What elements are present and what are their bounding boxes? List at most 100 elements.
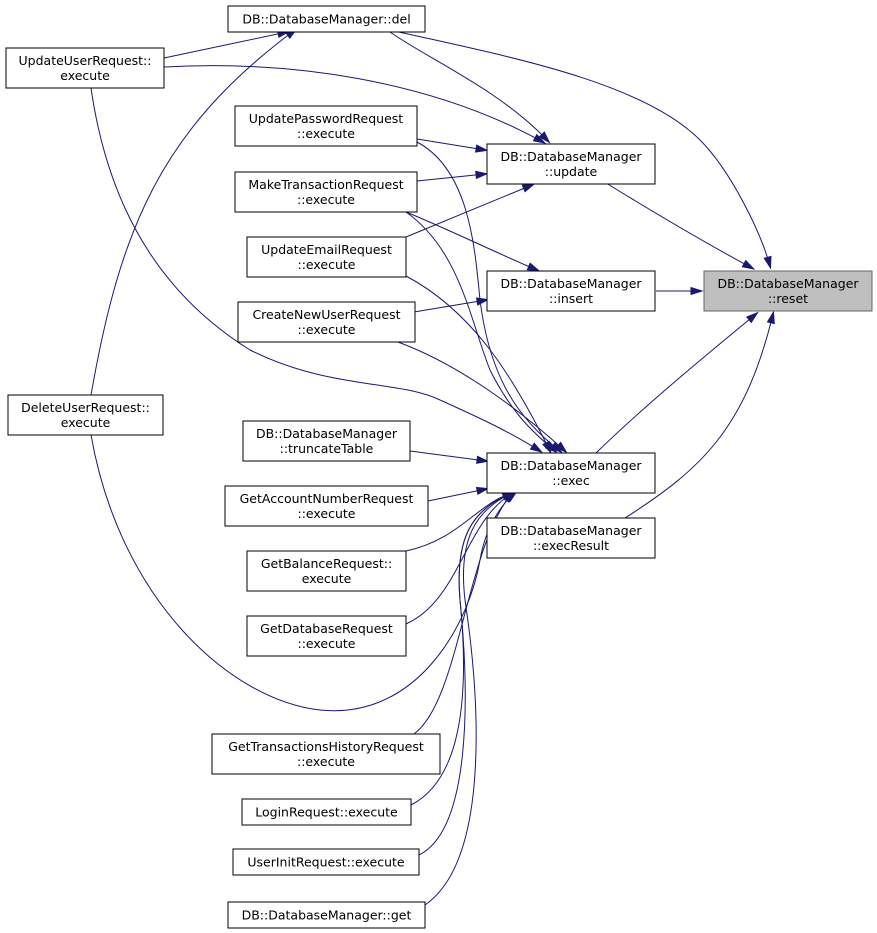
node-label-line: DB::DatabaseManager — [500, 458, 642, 473]
node-login[interactable]: LoginRequest::execute — [241, 798, 412, 826]
node-label-line: ::reset — [768, 291, 808, 306]
node-getTransactionsHistory[interactable]: GetTransactionsHistoryRequest::execute — [211, 733, 441, 775]
node-box — [703, 270, 873, 312]
arrowhead — [766, 310, 775, 325]
node-label-line: MakeTransactionRequest — [248, 177, 403, 192]
node-label-line: UpdateEmailRequest — [261, 242, 392, 257]
node-label-line: ::update — [545, 164, 598, 179]
node-del[interactable]: DB::DatabaseManager::del — [227, 5, 426, 33]
node-updateEmail[interactable]: UpdateEmailRequest::execute — [246, 236, 407, 278]
node-box — [232, 848, 420, 876]
node-createNewUser[interactable]: CreateNewUserRequest::execute — [237, 301, 416, 343]
node-reset[interactable]: DB::DatabaseManager::reset — [703, 270, 873, 312]
node-exec[interactable]: DB::DatabaseManager::exec — [486, 452, 656, 494]
edge-line — [405, 184, 533, 238]
edge-del-to-update — [389, 31, 551, 144]
arrowhead — [476, 455, 490, 464]
edge-line — [416, 138, 486, 151]
edge-makeTransaction-to-update — [416, 170, 489, 182]
node-label-line: execute — [60, 68, 110, 83]
node-box — [211, 733, 441, 775]
node-updateUser[interactable]: UpdateUserRequest::execute — [5, 47, 165, 89]
node-label-line: ::execute — [297, 192, 355, 207]
edge-exec-to-reset — [595, 311, 759, 454]
arrowhead — [763, 255, 772, 270]
edge-makeTransaction-to-exec — [405, 211, 558, 454]
node-label-line: LoginRequest::execute — [255, 805, 398, 820]
arrowhead — [690, 286, 704, 296]
edge-update-to-reset — [605, 182, 756, 270]
edge-createNewUser-to-insert — [413, 297, 490, 313]
edge-line — [595, 313, 757, 454]
node-label-line: DB::DatabaseManager::get — [242, 908, 412, 923]
edge-line — [90, 87, 541, 452]
node-truncateTable[interactable]: DB::DatabaseManager::truncateTable — [242, 420, 411, 462]
node-label-line: GetTransactionsHistoryRequest — [228, 739, 424, 754]
edge-line — [397, 341, 566, 452]
edge-line — [163, 65, 544, 143]
edge-line — [624, 313, 774, 519]
arrowhead — [555, 441, 568, 454]
arrowhead — [746, 311, 759, 324]
node-label-line: ::execute — [297, 126, 355, 141]
arrowhead — [474, 144, 489, 153]
node-getBalance[interactable]: GetBalanceRequest::execute — [246, 550, 407, 592]
node-deleteUser[interactable]: DeleteUserRequest::execute — [7, 394, 164, 436]
edge-line — [90, 29, 296, 396]
arrowhead — [475, 170, 489, 180]
edge-line — [405, 211, 538, 271]
node-userInit[interactable]: UserInitRequest::execute — [232, 848, 420, 876]
edge-updateUser-to-del — [163, 29, 291, 59]
node-label-line: ::execute — [298, 322, 356, 337]
node-label-line: DB::DatabaseManager — [500, 523, 642, 538]
node-getDatabase[interactable]: GetDatabaseRequest::execute — [246, 615, 407, 657]
edge-del-to-reset — [389, 29, 772, 270]
node-label-line: ::insert — [549, 291, 593, 306]
node-label-line: UpdatePasswordRequest — [249, 111, 404, 126]
node-updatePassword[interactable]: UpdatePasswordRequest::execute — [234, 105, 418, 147]
edge-updatePassword-to-update — [416, 138, 489, 153]
node-box — [5, 47, 165, 89]
arrowhead — [526, 262, 541, 272]
node-label-line: ::truncateTable — [280, 441, 374, 456]
edge-line — [416, 141, 561, 452]
arrowhead — [741, 259, 756, 270]
edge-line — [405, 211, 556, 452]
node-getAccountNumber[interactable]: GetAccountNumberRequest::execute — [224, 485, 429, 527]
node-label-line: ::execute — [298, 506, 356, 521]
node-label-line: CreateNewUserRequest — [252, 307, 400, 322]
node-execResult[interactable]: DB::DatabaseManager::execResult — [486, 517, 656, 559]
edge-updateEmail-to-update — [405, 183, 536, 238]
node-label-line: DB::DatabaseManager — [717, 276, 859, 291]
node-update[interactable]: DB::DatabaseManager::update — [486, 143, 656, 185]
node-makeTransaction[interactable]: MakeTransactionRequest::execute — [234, 171, 418, 213]
edge-createNewUser-to-exec — [397, 341, 568, 454]
edge-line — [605, 182, 753, 269]
node-label-line: DB::DatabaseManager::del — [242, 12, 410, 27]
edge-line — [416, 173, 486, 182]
edge-updateEmail-to-exec — [405, 275, 552, 455]
node-label-line: DB::DatabaseManager — [500, 149, 642, 164]
edge-line — [427, 488, 487, 502]
arrowhead — [475, 297, 490, 306]
node-box — [234, 171, 418, 213]
node-label-line: UserInitRequest::execute — [247, 855, 405, 870]
node-box — [246, 550, 407, 592]
node-insert[interactable]: DB::DatabaseManager::insert — [486, 270, 656, 312]
node-box — [486, 143, 656, 185]
node-label-line: GetBalanceRequest:: — [261, 556, 392, 571]
node-label-line: GetAccountNumberRequest — [240, 491, 414, 506]
node-box — [227, 901, 426, 929]
node-box — [486, 452, 656, 494]
edge-updateUser-to-exec — [90, 87, 544, 453]
edge-line — [409, 450, 487, 462]
node-label-line: execute — [302, 571, 352, 586]
edge-line — [163, 31, 288, 59]
node-box — [246, 615, 407, 657]
arrowhead — [538, 131, 551, 144]
node-get[interactable]: DB::DatabaseManager::get — [227, 901, 426, 929]
node-box — [242, 420, 411, 462]
node-box — [486, 270, 656, 312]
edge-updateUser-to-update — [163, 65, 547, 144]
